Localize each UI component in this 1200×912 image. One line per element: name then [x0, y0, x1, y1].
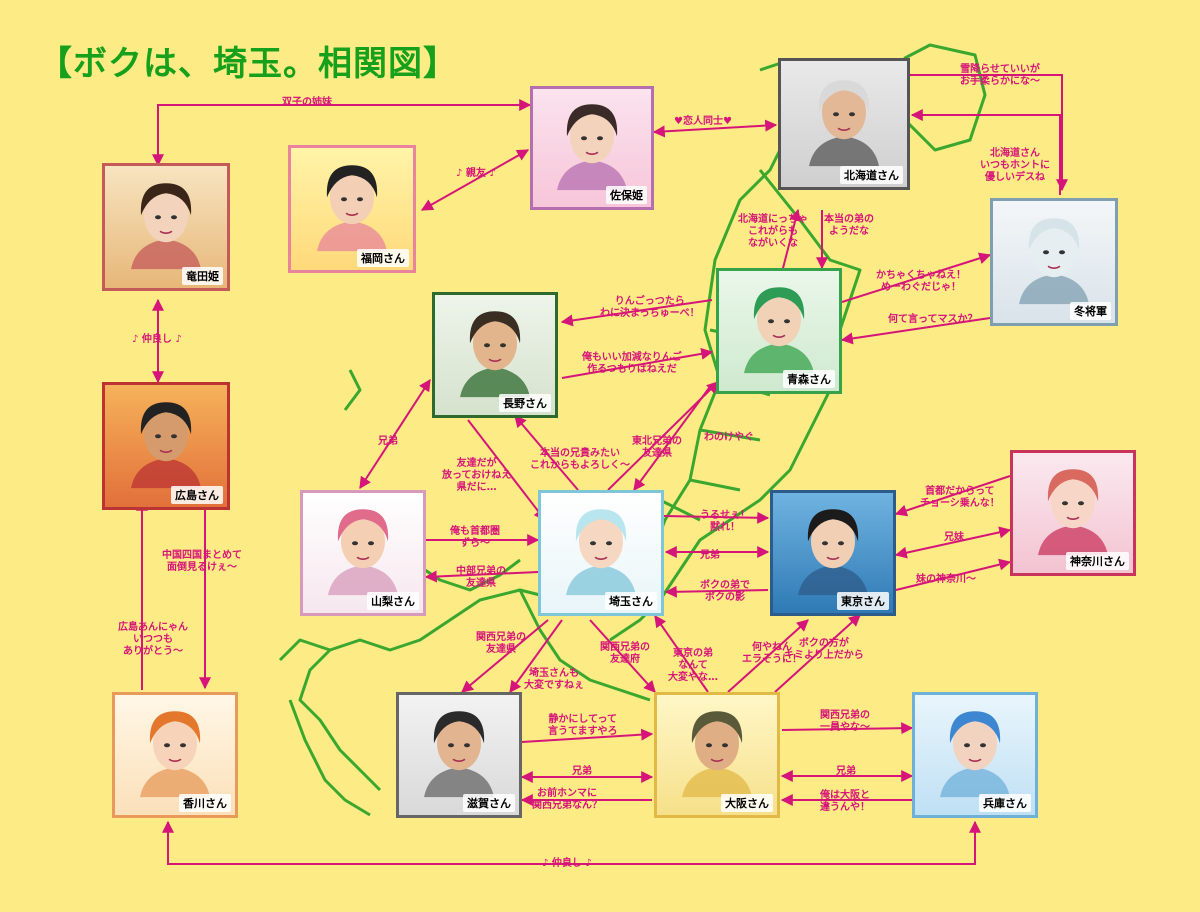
relationship-label-lovers: ♥恋人同士♥: [674, 116, 732, 127]
relationship-label-real-brother: 本当の弟のようだな: [824, 214, 874, 237]
character-card-saho: 佐保姫: [530, 86, 654, 210]
relationship-arrows: [136, 74, 1068, 865]
character-portrait-icon: [460, 311, 530, 398]
character-card-osaka: 大阪さん: [654, 692, 780, 818]
relationship-label-brothers-shiga: 兄弟: [572, 766, 592, 777]
character-name: 福岡さん: [357, 249, 409, 267]
relationship-label-tohoku: 東北兄弟の友達県: [632, 436, 682, 459]
relationship-label-kansai-tomodachi: 関西兄弟の友達県: [476, 632, 526, 655]
character-card-fukuoka: 福岡さん: [288, 145, 416, 273]
relationship-label-ichiin: 関西兄弟の一員やな〜: [820, 710, 870, 733]
character-card-hiroshima: 広島さん: [102, 382, 230, 510]
character-card-tokyo: 東京さん: [770, 490, 896, 616]
character-card-fuyu: 冬将軍: [990, 198, 1118, 326]
relationship-label-brothers-hyogo: 兄弟: [836, 766, 856, 777]
character-name: 長野さん: [499, 394, 551, 412]
relationship-label-brothers1: 兄弟: [378, 436, 398, 447]
relationship-label-shizuka: 静かにしてって言うてますやろ: [548, 714, 618, 737]
character-portrait-icon: [131, 402, 201, 489]
relationship-label-hokkaido-kind: 北海道さんいつもホントに優しいデスね: [980, 148, 1050, 183]
character-name: 山梨さん: [367, 592, 419, 610]
relationship-label-kyomai: 兄妹: [944, 532, 964, 543]
relationship-label-real-bro-nagano: 本当の兄貴みたいこれからもよろしく〜: [530, 448, 630, 471]
character-portrait-icon: [317, 165, 387, 252]
character-portrait-icon: [1019, 218, 1089, 305]
relationship-label-chigau: 俺は大阪と違うんや！: [820, 790, 870, 813]
character-portrait-icon: [424, 711, 494, 798]
character-name: 北海道さん: [840, 166, 903, 184]
relationship-label-omae: お前ホンマに関西兄弟なん？: [532, 788, 602, 811]
relationship-label-tokyo-otouto: 東京の弟なんて大変やな…: [668, 648, 718, 683]
character-card-aomori: 青森さん: [716, 268, 842, 394]
relationship-label-hiroshima-thanks: 広島あんにゃんいつつもありがとう〜: [118, 622, 188, 657]
character-name: 広島さん: [171, 486, 223, 504]
character-name: 香川さん: [179, 794, 231, 812]
relationship-label-chubu: 中部兄弟の友達県: [456, 566, 506, 589]
relationship-label-ringo: りんごっつたらわに決まっちゅーべ！: [600, 296, 700, 319]
character-name: 竜田姫: [182, 267, 223, 285]
character-portrait-icon: [557, 104, 627, 191]
relationship-label-kansai-tomodachi-fu: 関西兄弟の友達府: [600, 642, 650, 665]
relationship-label-chosi: 首都だからってチョーシ乗んな！: [920, 486, 1000, 509]
character-portrait-icon: [744, 287, 814, 374]
character-card-saitama: 埼玉さん: [538, 490, 664, 616]
character-portrait-icon: [131, 183, 201, 270]
relationship-label-chugoku: 中国四国まとめて面倒見るけぇ〜: [162, 550, 242, 573]
relationship-label-wanokeyagu: わのけやぐ: [704, 432, 754, 443]
character-card-yamanashi: 山梨さん: [300, 490, 426, 616]
relationship-label-snow: 雪降らせていいがお手柔らかにな〜: [960, 64, 1040, 87]
relationship-label-tomodachi: 友達だが放っておけねえ県だに…: [442, 458, 512, 493]
character-name: 青森さん: [783, 370, 835, 388]
character-name: 埼玉さん: [605, 592, 657, 610]
relationship-label-nakayoshi2: ♪ 仲良し ♪: [542, 858, 592, 869]
character-card-nagano: 長野さん: [432, 292, 558, 418]
relationship-label-kachakucha: かちゃくちゃねえ！めーわぐだじゃ！: [876, 270, 966, 293]
character-portrait-icon: [140, 711, 210, 798]
character-portrait-icon: [682, 711, 752, 798]
relationship-label-bokunootouto: ボクの弟でボクの影: [700, 580, 750, 603]
character-name: 冬将軍: [1070, 302, 1111, 320]
relationship-label-twins: 双子の姉妹: [282, 97, 332, 108]
relationship-label-kyodai-tokyo: 兄弟: [700, 550, 720, 561]
character-name: 滋賀さん: [463, 794, 515, 812]
relationship-label-urusee: うるせぇ！黙れ！: [700, 510, 750, 533]
character-card-kanagawa: 神奈川さん: [1010, 450, 1136, 576]
relationship-label-shinyu: ♪ 親友 ♪: [456, 168, 496, 179]
character-portrait-icon: [809, 80, 879, 167]
relationship-label-imouto: 妹の神奈川〜: [916, 574, 976, 585]
character-portrait-icon: [328, 509, 398, 596]
relationship-label-hokkaido-friends: 北海道にっちゃこれがらもながいくな: [738, 214, 808, 249]
character-name: 神奈川さん: [1066, 552, 1129, 570]
relationship-label-ringo2: 俺もいい加減なりんご作るつもりはねえだ: [582, 352, 682, 375]
character-card-kagawa: 香川さん: [112, 692, 238, 818]
character-name: 東京さん: [837, 592, 889, 610]
relationship-label-bokunohou: ボクの方がキミより上だから: [784, 638, 864, 661]
character-name: 佐保姫: [606, 186, 647, 204]
page-title: 【ボクは、埼玉。相関図】: [38, 44, 458, 84]
relationship-label-taihen: 埼玉さんも大変ですねぇ: [524, 668, 584, 691]
character-card-hyogo: 兵庫さん: [912, 692, 1038, 818]
relationship-label-naniyanen: 何やねんエラそうに！: [742, 642, 802, 665]
character-portrait-icon: [940, 711, 1010, 798]
relationship-label-shutoken: 俺も首都圏ずら〜: [450, 526, 500, 549]
character-card-hokkaido: 北海道さん: [778, 58, 910, 190]
character-portrait-icon: [566, 509, 636, 596]
character-name: 兵庫さん: [979, 794, 1031, 812]
character-card-shiga: 滋賀さん: [396, 692, 522, 818]
character-portrait-icon: [798, 509, 868, 596]
relationship-label-nanite: 何て言ってマスか？: [888, 314, 978, 325]
relationship-label-nakayoshi1: ♪ 仲良し ♪: [132, 334, 182, 345]
character-portrait-icon: [1038, 469, 1108, 556]
character-card-tatsuta: 竜田姫: [102, 163, 230, 291]
character-name: 大阪さん: [721, 794, 773, 812]
